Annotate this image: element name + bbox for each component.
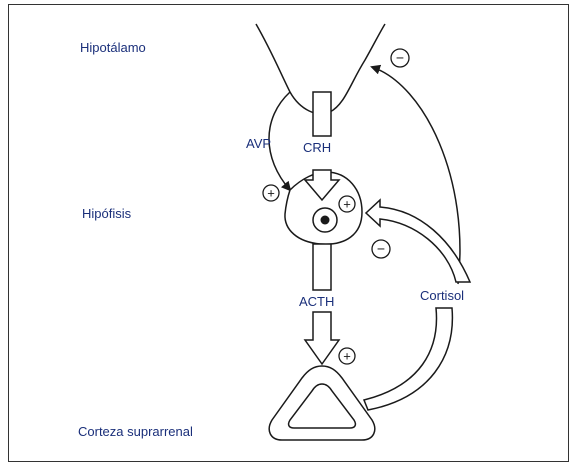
avp-arrow: [269, 92, 290, 190]
svg-text:+: +: [343, 197, 351, 212]
svg-text:+: +: [267, 186, 275, 201]
label-avp: AVP: [246, 136, 271, 151]
svg-text:−: −: [396, 50, 404, 66]
acth-shaft: [313, 244, 331, 290]
minus-sign-pituitary: −: [372, 240, 390, 258]
svg-text:+: +: [343, 349, 351, 364]
adrenal-to-cortisol-band: [364, 308, 452, 410]
acth-block-arrow: [305, 312, 339, 364]
label-corteza-suprarrenal: Corteza suprarrenal: [78, 424, 193, 439]
label-crh: CRH: [303, 140, 331, 155]
svg-text:−: −: [377, 241, 385, 257]
label-acth: ACTH: [299, 294, 334, 309]
plus-sign-acth: +: [339, 348, 355, 364]
label-hipotalamo: Hipotálamo: [80, 40, 146, 55]
plus-sign-avp: +: [263, 185, 279, 201]
minus-sign-hypothalamus: −: [391, 49, 409, 67]
pituitary-cell-nucleus: [321, 216, 330, 225]
crh-shaft: [313, 92, 331, 136]
plus-sign-crh: +: [339, 196, 355, 212]
label-hipofisis: Hipófisis: [82, 206, 131, 221]
label-cortisol: Cortisol: [420, 288, 464, 303]
